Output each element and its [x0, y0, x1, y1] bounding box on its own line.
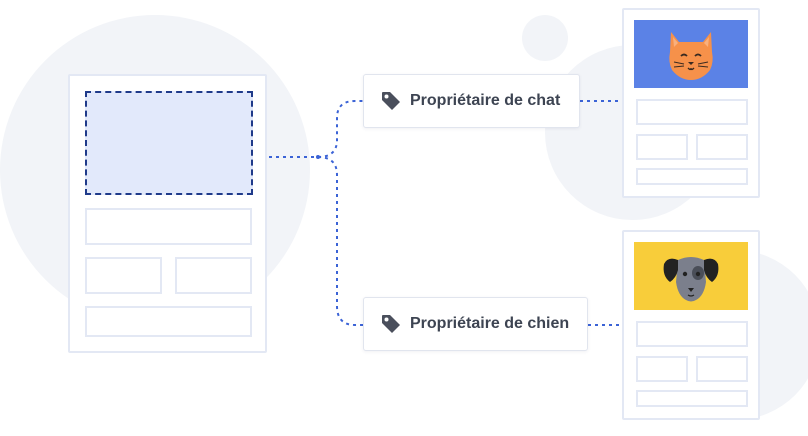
connector-to-cat-tag — [262, 100, 364, 158]
cat-owner-card[interactable] — [622, 8, 760, 198]
dog-owner-card[interactable] — [622, 230, 760, 420]
dog-face-icon — [663, 257, 719, 302]
button-placeholder-right — [696, 134, 748, 160]
tag-dog-owner[interactable]: Propriétaire de chien — [363, 297, 588, 351]
tag-icon — [380, 90, 402, 112]
tag-dog-owner-label: Propriétaire de chien — [410, 315, 570, 332]
footer-placeholder — [85, 306, 252, 337]
button-placeholder-right — [175, 257, 252, 294]
tag-icon — [380, 313, 402, 335]
button-placeholder-left — [85, 257, 162, 294]
tag-cat-owner[interactable]: Propriétaire de chat — [363, 74, 580, 128]
button-placeholder-left — [636, 134, 688, 160]
cat-face-icon — [669, 32, 713, 80]
button-placeholder-left — [636, 356, 688, 382]
connector-to-dog-tag — [317, 156, 364, 326]
text-placeholder — [85, 208, 252, 245]
cat-image — [634, 20, 748, 88]
background-circle-small — [522, 15, 568, 61]
tag-cat-owner-label: Propriétaire de chat — [410, 92, 561, 109]
selected-image-placeholder[interactable] — [85, 91, 253, 195]
text-placeholder — [636, 99, 748, 125]
footer-placeholder — [636, 168, 748, 185]
text-placeholder — [636, 321, 748, 347]
footer-placeholder — [636, 390, 748, 407]
template-card[interactable] — [68, 74, 267, 353]
dog-image — [634, 242, 748, 310]
button-placeholder-right — [696, 356, 748, 382]
connector-branch-dot — [316, 155, 320, 159]
